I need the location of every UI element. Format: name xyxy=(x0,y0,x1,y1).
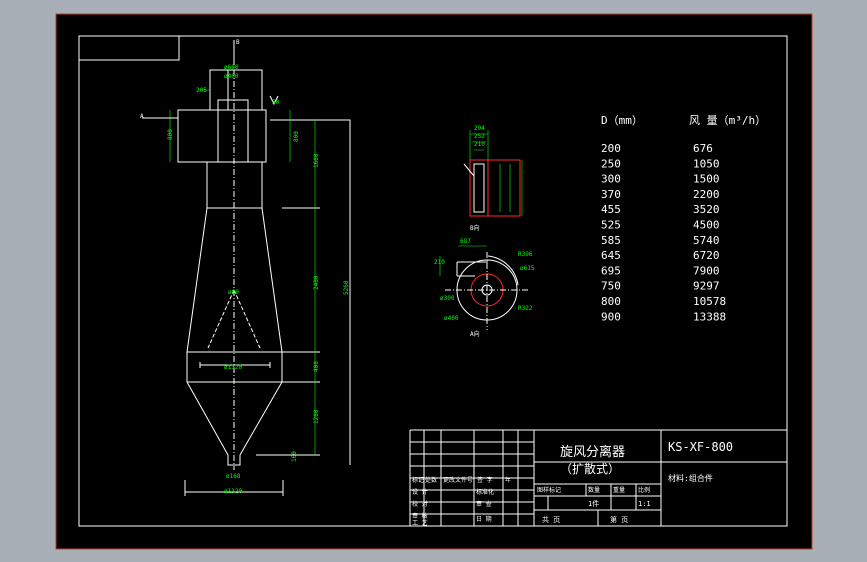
dim-160: 160 xyxy=(291,451,298,462)
table-cell-diameter: 750 xyxy=(601,280,621,293)
dim-800-left: 800 xyxy=(167,129,174,140)
label-count: 处数 xyxy=(425,476,437,484)
table-cell-diameter: 900 xyxy=(601,310,621,323)
qty-value: 1件 xyxy=(588,499,599,508)
table-cell-diameter: 585 xyxy=(601,234,621,247)
dim-168: ø168 xyxy=(226,473,241,480)
table-rows: 200 676 250 1050 300 1500 370 2200 455 3520 525 450… xyxy=(601,142,726,323)
dim-252: 252 xyxy=(474,133,485,140)
title-block: 旋风分离器 （扩散式） KS-XF-800 材料:组合件 标记 处数 更改文件号… xyxy=(409,429,787,527)
dim-1320-mid: ø1320 xyxy=(224,364,242,371)
dim-600: ø600 xyxy=(224,64,239,71)
plan-view: 687 210 R396 ø615 ø300 ø400 R322 A向 xyxy=(434,238,535,338)
table-cell-flow: 3520 xyxy=(693,203,720,216)
material: 材料:组合件 xyxy=(668,473,713,483)
drawing-sheet xyxy=(55,13,813,550)
dim-210: 210 xyxy=(474,141,485,148)
table-cell-flow: 5740 xyxy=(693,234,720,247)
table-header-q: 风 量（m³/h） xyxy=(689,114,766,127)
dim-5260: 5260 xyxy=(343,280,350,295)
table-cell-diameter: 800 xyxy=(601,295,621,308)
drawing-frame xyxy=(78,35,788,527)
label-change-doc: 更改文件号 xyxy=(443,476,473,484)
dim-687: 687 xyxy=(460,238,471,245)
dim-50: 50 xyxy=(272,99,280,106)
dim-1200: 1200 xyxy=(313,409,320,424)
label-qty: 数量 xyxy=(588,486,600,494)
label-review: 审 查 xyxy=(476,500,492,508)
table-cell-flow: 1500 xyxy=(693,173,720,186)
dim-1600: 1600 xyxy=(313,153,320,168)
corner-box xyxy=(79,36,180,61)
dim-300-plan: ø300 xyxy=(440,295,455,302)
label-sign: 签 字 xyxy=(477,476,493,484)
dim-r322: R322 xyxy=(518,305,533,312)
section-label-a: A xyxy=(140,113,144,120)
table-cell-flow: 676 xyxy=(693,142,713,155)
dim-615: ø615 xyxy=(520,265,535,272)
label-standard: 标准化 xyxy=(476,488,494,496)
dim-2400: 2400 xyxy=(313,275,320,290)
drawing-number: KS-XF-800 xyxy=(668,440,733,454)
label-marker: 标记 xyxy=(412,476,424,484)
view-label-a: A向 xyxy=(470,330,480,338)
label-scale: 比例 xyxy=(638,486,650,494)
dim-400-plan: ø400 xyxy=(444,315,459,322)
view-label-b: B向 xyxy=(470,224,480,232)
label-weight: 重量 xyxy=(613,486,625,494)
table-cell-flow: 9297 xyxy=(693,280,720,293)
cyclone-main-view xyxy=(142,40,351,496)
table-header-d: D（mm） xyxy=(601,114,643,127)
table-cell-diameter: 525 xyxy=(601,219,621,232)
table-cell-flow: 1050 xyxy=(693,157,720,170)
label-process: 工 艺 xyxy=(412,519,428,527)
table-cell-diameter: 200 xyxy=(601,142,621,155)
dim-210-plan: 210 xyxy=(434,259,445,266)
table-cell-flow: 10578 xyxy=(693,295,726,308)
dim-400: ø400 xyxy=(224,73,239,80)
label-audit: 审 核 xyxy=(412,512,428,520)
scale-value: 1:1 xyxy=(638,500,651,508)
table-cell-flow: 13388 xyxy=(693,310,726,323)
table-cell-diameter: 300 xyxy=(601,173,621,186)
table-cell-flow: 2200 xyxy=(693,188,720,201)
table-cell-flow: 6720 xyxy=(693,249,720,262)
dim-400-lower: 400 xyxy=(313,361,320,372)
label-date: 日 期 xyxy=(476,515,492,523)
main-view-labels: B A ø600 ø400 205 800 800 1600 2400 5260… xyxy=(140,39,350,495)
label-year: 年 xyxy=(505,476,511,484)
table-cell-diameter: 695 xyxy=(601,264,621,277)
drawing-name-line2: （扩散式） xyxy=(560,461,620,476)
table-cell-diameter: 645 xyxy=(601,249,621,262)
label-drawing-mark: 图样标记 xyxy=(537,486,561,494)
sheets-total: 共 页 xyxy=(542,515,560,524)
dim-205: 205 xyxy=(196,87,207,94)
table-cell-diameter: 370 xyxy=(601,188,621,201)
dim-800-right: 800 xyxy=(293,131,300,142)
table-cell-diameter: 455 xyxy=(601,203,621,216)
sheet-number: 第 页 xyxy=(610,515,628,524)
drawing-name-line1: 旋风分离器 xyxy=(560,444,625,460)
table-cell-diameter: 250 xyxy=(601,157,621,170)
section-label-b: B xyxy=(236,39,240,46)
dim-294: 294 xyxy=(474,125,485,132)
table-cell-flow: 7900 xyxy=(693,264,720,277)
label-check: 校 对 xyxy=(412,500,428,508)
section-view-b: 294 252 210 B向 xyxy=(463,125,523,232)
dim-r396: R396 xyxy=(518,251,533,258)
label-design: 设 计 xyxy=(412,488,428,496)
dim-1320-bottom: ø1320 xyxy=(224,488,242,495)
table-cell-flow: 4500 xyxy=(693,219,720,232)
dim-80: ø80 xyxy=(228,289,239,296)
